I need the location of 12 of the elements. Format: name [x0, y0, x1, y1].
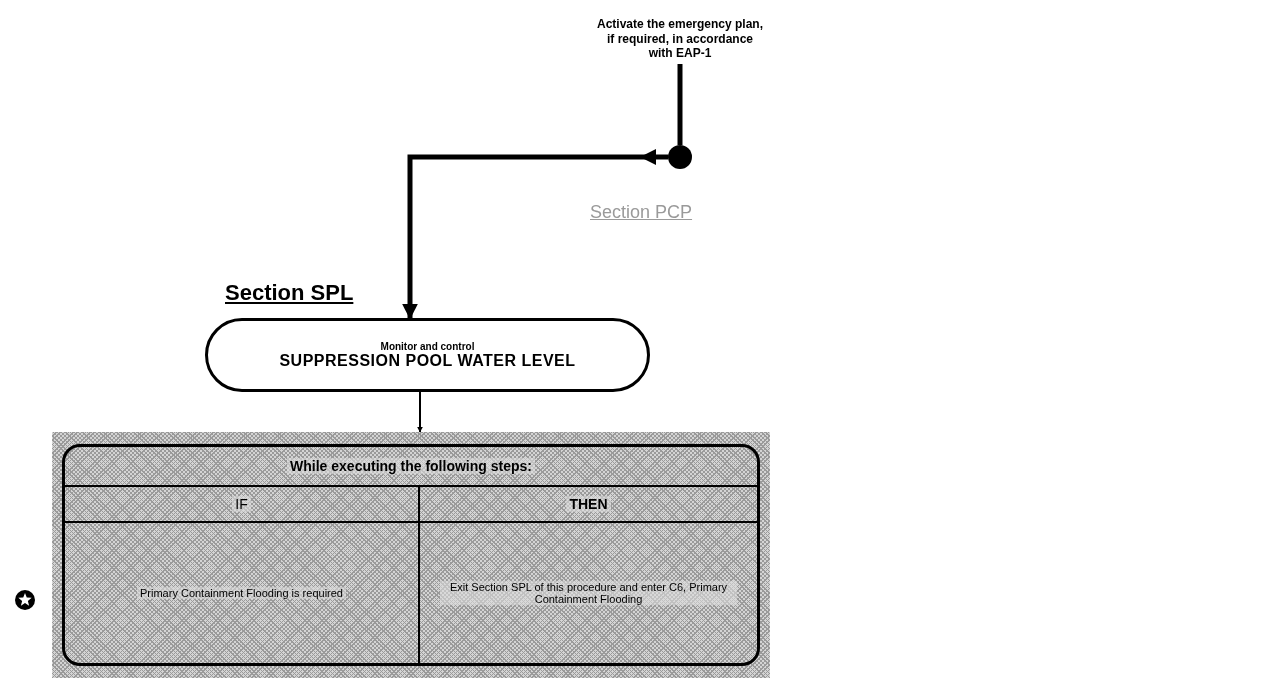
condition-table [52, 432, 770, 678]
table-cell: Exit Section SPL of this procedure and enter C6, Primary Containment Flooding [440, 581, 737, 605]
section-label: Section PCP [590, 202, 693, 223]
section-heading: Section SPL [225, 280, 354, 306]
step-text: Activate the emergency plan, if required, in accordance with EAP-1 [555, 14, 805, 64]
junction-dot [668, 145, 692, 169]
column-header: IF [232, 496, 251, 512]
title-text: SUPPRESSION POOL WATER LEVEL [279, 351, 576, 370]
table-heading: While executing the following steps: [287, 458, 535, 474]
subtitle-text: Monitor and control [380, 340, 475, 352]
column-header: THEN [566, 496, 611, 512]
table-cell: Primary Containment Flooding is required [137, 587, 346, 599]
